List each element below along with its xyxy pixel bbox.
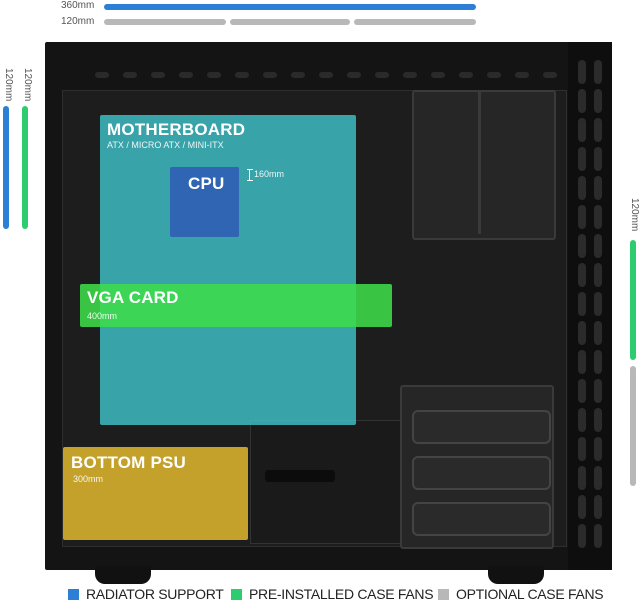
top-vent-hole bbox=[291, 72, 305, 78]
vga-length: 400mm bbox=[87, 311, 118, 321]
legend-radiator-label: RADIATOR SUPPORT bbox=[86, 586, 224, 602]
left-radiator-dimension: 120mm bbox=[3, 68, 14, 102]
front-vent-slot bbox=[594, 321, 602, 345]
case-foot-left bbox=[95, 566, 151, 584]
vga-title: VGA CARD bbox=[87, 288, 179, 307]
top-vent-hole bbox=[207, 72, 221, 78]
front-vent-slot bbox=[594, 495, 602, 519]
left-radiator-bar bbox=[3, 106, 9, 229]
front-vent-slot bbox=[578, 147, 586, 171]
drive-tray-3 bbox=[412, 502, 551, 536]
cable-slot bbox=[265, 470, 335, 482]
psu-shroud bbox=[250, 420, 402, 544]
motherboard-title: MOTHERBOARD bbox=[107, 120, 246, 139]
front-vent-slot bbox=[578, 292, 586, 316]
top-optional-fan-bar-1 bbox=[104, 19, 226, 25]
front-vent-slot bbox=[578, 437, 586, 461]
front-vent-slot bbox=[594, 234, 602, 258]
front-vent-slot bbox=[578, 321, 586, 345]
legend-preinstalled-label: PRE-INSTALLED CASE FANS bbox=[249, 586, 434, 602]
top-vent-hole bbox=[319, 72, 333, 78]
front-vent-slot bbox=[578, 263, 586, 287]
front-vent-slot bbox=[594, 205, 602, 229]
front-vent-slot bbox=[594, 379, 602, 403]
front-vent-slot bbox=[578, 524, 586, 548]
front-vent-slot bbox=[578, 118, 586, 142]
legend-radiator-swatch bbox=[68, 589, 79, 600]
front-vent-slot bbox=[578, 408, 586, 432]
legend-optional-swatch bbox=[438, 589, 449, 600]
right-optional-fan-bar bbox=[630, 366, 636, 486]
front-vent-slot bbox=[578, 466, 586, 490]
top-vent-hole bbox=[515, 72, 529, 78]
drive-tray-2 bbox=[412, 456, 551, 490]
legend-preinstalled-swatch bbox=[231, 589, 242, 600]
front-vent-slot bbox=[594, 408, 602, 432]
top-vent-hole bbox=[375, 72, 389, 78]
front-vent-slot bbox=[594, 60, 602, 84]
front-vent-slot bbox=[594, 466, 602, 490]
top-vent-hole bbox=[487, 72, 501, 78]
top-vent-hole bbox=[263, 72, 277, 78]
front-vent-slot bbox=[594, 292, 602, 316]
vga-zone bbox=[80, 284, 392, 327]
psu-zone bbox=[63, 447, 248, 540]
top-vent-hole bbox=[123, 72, 137, 78]
front-vent-slot bbox=[578, 89, 586, 113]
top-vent-hole bbox=[431, 72, 445, 78]
top-radiator-bar bbox=[104, 4, 476, 10]
front-vent-slot bbox=[578, 176, 586, 200]
psu-length: 300mm bbox=[73, 474, 104, 484]
upper-cage-divider bbox=[478, 92, 481, 234]
cpu-cooler-height-line bbox=[249, 169, 250, 180]
front-vent-slot bbox=[594, 263, 602, 287]
right-preinstalled-fan-bar bbox=[630, 240, 636, 360]
top-vent-hole bbox=[403, 72, 417, 78]
top-fan-dimension: 120mm bbox=[61, 16, 95, 27]
front-vent-slot bbox=[578, 379, 586, 403]
top-vent-hole bbox=[151, 72, 165, 78]
front-vent-slot bbox=[578, 205, 586, 229]
motherboard-zone bbox=[100, 115, 356, 425]
front-vent-slot bbox=[578, 350, 586, 374]
cpu-title: CPU bbox=[188, 174, 225, 193]
top-vent-hole bbox=[347, 72, 361, 78]
case-foot-right bbox=[488, 566, 544, 584]
cpu-cooler-height-marker bbox=[247, 169, 253, 181]
front-vent-slot bbox=[578, 234, 586, 258]
left-fan-dimension: 120mm bbox=[22, 68, 33, 102]
motherboard-form-factors: ATX / MICRO ATX / MINI-ITX bbox=[107, 140, 224, 150]
top-optional-fan-bar-2 bbox=[230, 19, 350, 25]
front-vent-slot bbox=[578, 495, 586, 519]
upper-drive-cage bbox=[412, 90, 556, 240]
top-vent-hole bbox=[179, 72, 193, 78]
top-vent-hole bbox=[459, 72, 473, 78]
front-vent-slot bbox=[594, 147, 602, 171]
front-panel-rail bbox=[568, 42, 612, 570]
top-vent-hole bbox=[543, 72, 557, 78]
front-vent-slot bbox=[594, 524, 602, 548]
cpu-cooler-height: 160mm bbox=[254, 169, 285, 179]
cpu-zone bbox=[170, 167, 239, 237]
front-vent-slot bbox=[594, 350, 602, 374]
top-radiator-dimension: 360mm bbox=[61, 0, 95, 11]
top-vent-hole bbox=[235, 72, 249, 78]
top-vent-hole bbox=[95, 72, 109, 78]
front-vent-slot bbox=[594, 89, 602, 113]
front-vent-slot bbox=[594, 176, 602, 200]
front-vent-slot bbox=[578, 60, 586, 84]
right-fan-dimension: 120mm bbox=[629, 198, 640, 232]
front-vent-slot bbox=[594, 118, 602, 142]
legend-optional-label: OPTIONAL CASE FANS bbox=[456, 586, 604, 602]
top-optional-fan-bar-3 bbox=[354, 19, 476, 25]
left-preinstalled-fan-bar bbox=[22, 106, 28, 229]
psu-title: BOTTOM PSU bbox=[71, 453, 187, 472]
drive-tray-1 bbox=[412, 410, 551, 444]
front-vent-slot bbox=[594, 437, 602, 461]
